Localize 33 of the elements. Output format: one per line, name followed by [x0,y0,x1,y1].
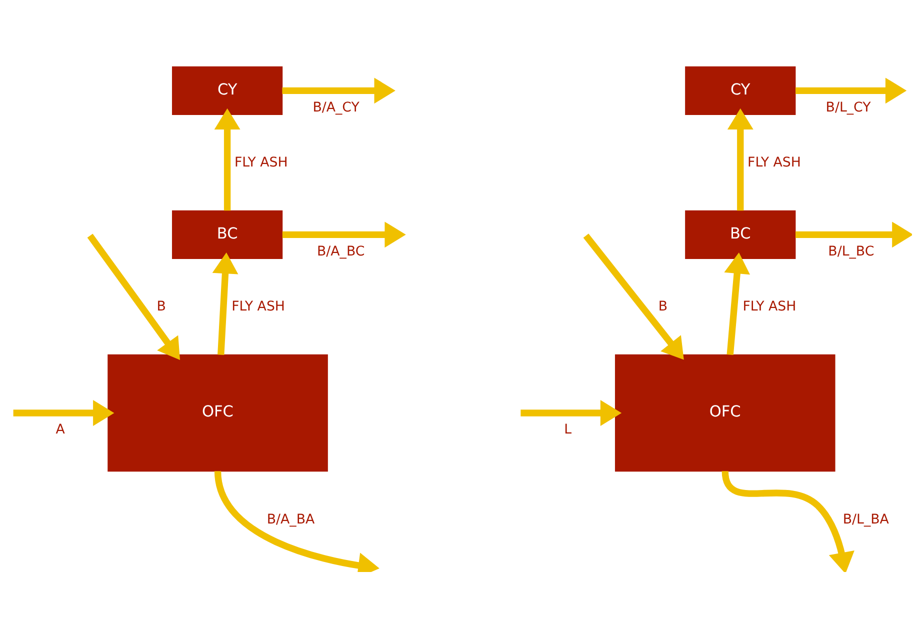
arrow [583,234,684,360]
edge-label: B/L_BA [842,512,889,528]
arrow [796,222,912,248]
node-box: OFC [108,354,328,472]
arrow [727,108,754,211]
node-box: CY [172,66,283,115]
edge-label: B/A_BC [317,244,365,260]
arrow [214,470,380,572]
node-box: OFC [614,354,836,472]
edge-label: B/L_CY [826,100,871,116]
edge-label: FLY ASH [748,156,801,171]
arrow [212,252,238,355]
edge-label: A [56,422,65,438]
edge-label: B [658,300,668,315]
arrow [282,78,396,104]
node-box: CY [685,66,796,115]
edge-label: FLY ASH [742,300,796,315]
edge-label: B [156,300,166,315]
edge-label: L [564,422,572,438]
arrow [724,252,750,356]
arrow [87,234,180,360]
edge-label: B/A_CY [312,100,360,116]
edge-label: B/A_BA [266,512,315,528]
arrow [214,108,240,211]
arrow [796,78,907,104]
edge-label: B/L_BC [828,244,874,260]
arrow [282,222,406,248]
arrow [13,400,114,426]
node-box: BC [172,210,283,259]
arrow [520,400,622,426]
edge-label: FLY ASH [232,300,285,315]
node-box: BC [685,210,796,259]
edge-label: FLY ASH [234,156,288,171]
